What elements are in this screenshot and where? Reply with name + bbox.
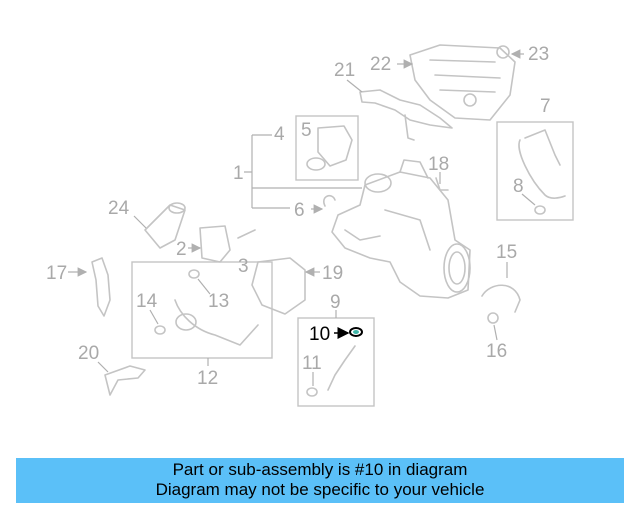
callout-21: 21 [334, 60, 355, 81]
callout-4: 4 [274, 124, 285, 145]
callout-20: 20 [78, 343, 99, 364]
callout-5: 5 [301, 120, 312, 141]
box-part-12 [131, 261, 273, 359]
housing-part-5 [306, 125, 353, 171]
callout-9: 9 [330, 292, 341, 313]
callout-11: 11 [302, 353, 322, 374]
callout-16: 16 [486, 341, 507, 362]
pipe-part-7 [518, 129, 566, 215]
callout-12: 12 [197, 368, 218, 389]
callout-14: 14 [136, 291, 158, 312]
turbocharger-part [323, 159, 471, 299]
banner-line-disclaimer: Diagram may not be specific to your vehi… [155, 480, 485, 499]
callout-7: 7 [540, 96, 551, 117]
seal-ring-part-10 [349, 327, 363, 337]
leader-part-8 [521, 193, 536, 206]
leader-part-14 [149, 309, 159, 325]
oil-line-part-12 [154, 269, 259, 346]
callout-2: 2 [176, 239, 187, 260]
leader-part-21 [346, 79, 363, 93]
leader-part-16 [493, 324, 498, 341]
callout-1: 1 [233, 163, 244, 184]
box-part-5 [295, 115, 359, 181]
callout-10-highlighted: 10 [309, 324, 330, 345]
bracket-part-1 [244, 134, 362, 209]
callout-23: 23 [528, 44, 549, 65]
pipe-part-15 [481, 284, 521, 324]
nut-part-23 [496, 45, 510, 59]
hose-part-24 [144, 202, 186, 249]
callout-19: 19 [322, 263, 343, 284]
banner-line-part-number: Part or sub-assembly is #10 in diagram [172, 460, 468, 479]
info-banner: Part or sub-assembly is #10 in diagram D… [16, 458, 624, 503]
heat-shield-part [359, 44, 516, 141]
box-part-7 [496, 121, 574, 221]
bracket-part-18 [435, 177, 449, 191]
callout-8: 8 [513, 176, 524, 197]
leader-part-24 [133, 215, 147, 229]
callout-6: 6 [294, 200, 305, 221]
leader-part-20 [97, 361, 109, 373]
callout-3: 3 [238, 256, 249, 277]
callout-13: 13 [208, 291, 229, 312]
callout-17: 17 [46, 263, 67, 284]
callout-24: 24 [108, 198, 130, 219]
bracket-part-17 [91, 257, 111, 317]
parts-diagram: 21 22 23 7 4 5 1 18 8 6 24 2 3 15 17 19 … [46, 44, 574, 407]
pipe-part-9 [306, 345, 356, 397]
callout-15: 15 [496, 242, 517, 263]
leader-part-13 [197, 278, 211, 295]
gasket-part-2 [199, 225, 256, 263]
callout-18: 18 [428, 154, 449, 175]
bracket-part-20 [104, 365, 146, 396]
callout-22: 22 [370, 54, 391, 75]
shield-part-19 [251, 257, 306, 315]
